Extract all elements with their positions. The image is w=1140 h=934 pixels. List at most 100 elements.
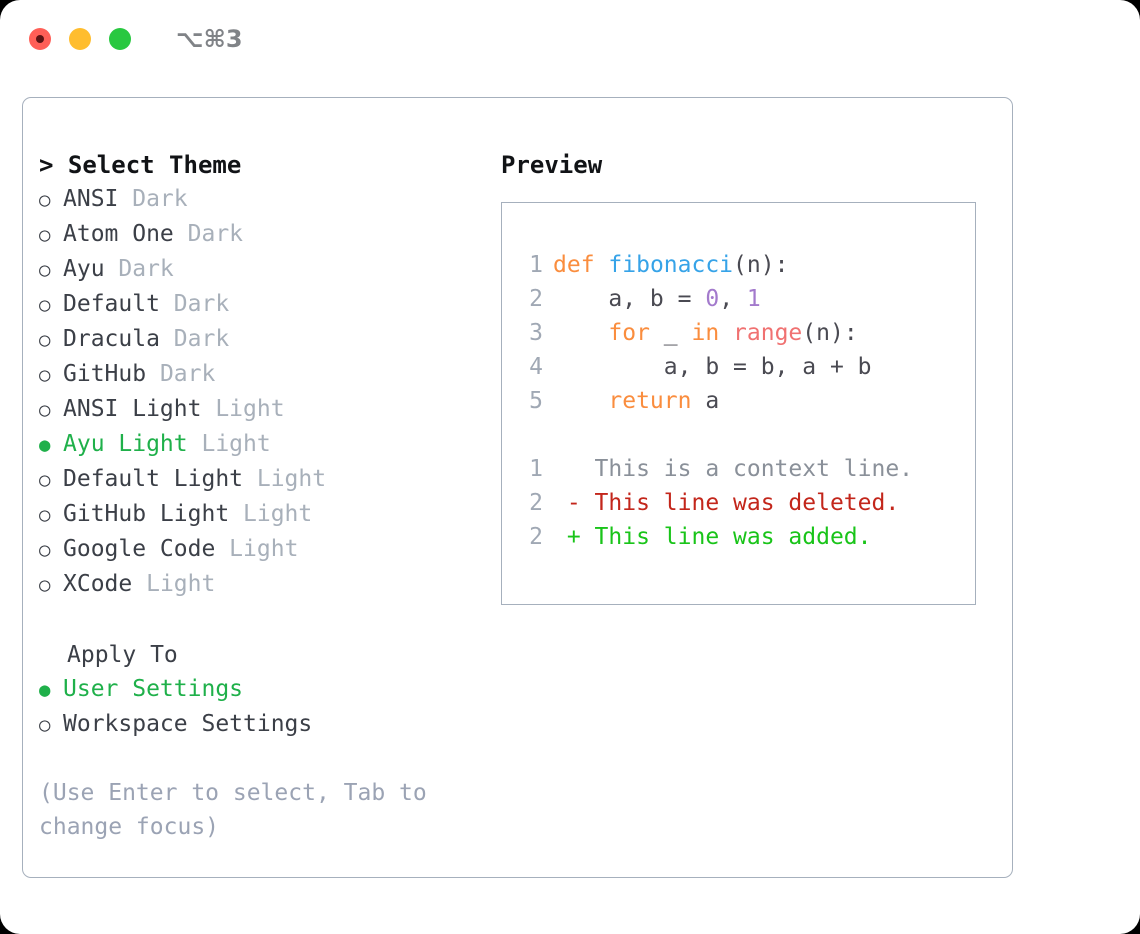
option-label: ANSI bbox=[63, 186, 119, 212]
token bbox=[553, 320, 608, 346]
minimize-icon[interactable] bbox=[69, 28, 91, 50]
option-label: Google Code bbox=[63, 536, 216, 562]
radio-unselected-icon: ○ bbox=[39, 329, 51, 351]
theme-option-github-light[interactable]: ○GitHub Light Light bbox=[39, 497, 489, 532]
radio-unselected-icon: ○ bbox=[39, 539, 51, 561]
token: in bbox=[691, 320, 720, 346]
close-icon[interactable] bbox=[29, 28, 51, 50]
theme-option-list[interactable]: ○ANSI Dark○Atom One Dark○Ayu Dark○Defaul… bbox=[39, 182, 489, 602]
theme-option-dracula[interactable]: ○Dracula Dark bbox=[39, 322, 489, 357]
token: 1 bbox=[746, 286, 761, 312]
diff-sample: 1 This is a context line. 2 - This line w… bbox=[513, 452, 969, 554]
theme-option-xcode[interactable]: ○XCode Light bbox=[39, 567, 489, 602]
option-kind-label: Dark bbox=[146, 361, 216, 387]
apply-option-workspace-settings[interactable]: ○ Workspace Settings bbox=[39, 707, 489, 742]
option-label: Default Light bbox=[63, 466, 244, 492]
token: a, b = b, a + b bbox=[553, 354, 872, 380]
theme-option-default[interactable]: ○ Default Dark bbox=[39, 287, 489, 322]
option-label: Default bbox=[63, 291, 160, 317]
token: 0 bbox=[705, 286, 720, 312]
apply-option-user-settings[interactable]: ● User Settings bbox=[39, 672, 489, 707]
diff-line: 2 + This line was added. bbox=[513, 520, 969, 554]
line-number: 2 bbox=[529, 286, 543, 312]
line-number: 1 bbox=[529, 252, 543, 278]
option-label: Ayu Light bbox=[63, 431, 188, 457]
theme-option-ansi-light[interactable]: ○ ANSI Light Light bbox=[39, 392, 489, 427]
theme-option-google-code[interactable]: ○ Google Code Light bbox=[39, 532, 489, 567]
radio-unselected-icon: ○ bbox=[39, 399, 51, 421]
option-label: Atom One bbox=[63, 221, 174, 247]
token: fibonacci bbox=[608, 252, 734, 278]
option-kind-label: Dark bbox=[173, 221, 244, 247]
line-number: 2 bbox=[529, 490, 543, 516]
radio-selected-icon: ● bbox=[39, 679, 51, 701]
spacer bbox=[513, 418, 969, 452]
option-kind-label: Light bbox=[243, 466, 327, 492]
window-controls bbox=[29, 28, 131, 50]
code-line: 3 for _ in range(n): bbox=[513, 316, 969, 350]
radio-selected-icon: ● bbox=[39, 434, 51, 456]
line-number: 5 bbox=[529, 388, 543, 414]
option-kind-label: Light bbox=[215, 536, 299, 562]
radio-unselected-icon: ○ bbox=[39, 364, 51, 386]
diff-text: + This line was added. bbox=[553, 524, 872, 550]
code-line: 4 a, b = b, a + b bbox=[513, 350, 969, 384]
option-kind-label: Dark bbox=[118, 186, 188, 212]
main-panel: > Select Theme ○ANSI Dark○Atom One Dark○… bbox=[22, 97, 1013, 878]
token: return bbox=[608, 388, 692, 414]
token: , bbox=[719, 286, 747, 312]
apply-to-option-list[interactable]: ● User Settings ○ Workspace Settings bbox=[39, 672, 489, 742]
theme-option-default-light[interactable]: ○Default Light Light bbox=[39, 462, 489, 497]
option-label: GitHub Light bbox=[63, 501, 230, 527]
apply-to-section: Apply To ●User Settings○Workspace Settin… bbox=[39, 638, 489, 742]
keyboard-hint-text: (Use Enter to select, Tab to change focu… bbox=[39, 780, 427, 840]
diff-text: This is a context line. bbox=[553, 456, 914, 482]
radio-unselected-icon: ○ bbox=[39, 574, 51, 596]
token bbox=[719, 320, 733, 346]
option-kind-label: Light bbox=[201, 396, 285, 422]
theme-option-ayu[interactable]: ○Ayu Dark bbox=[39, 252, 489, 287]
theme-option-github[interactable]: ○ GitHub Dark bbox=[39, 357, 489, 392]
option-label: Workspace Settings bbox=[63, 711, 313, 737]
diff-text: - This line was deleted. bbox=[553, 490, 900, 516]
code-line: 5 return a bbox=[513, 384, 969, 418]
theme-option-ansi[interactable]: ○ ANSI Dark bbox=[39, 182, 489, 217]
token: (n): bbox=[733, 252, 789, 278]
option-kind-label: Light bbox=[187, 431, 271, 457]
radio-unselected-icon: ○ bbox=[39, 259, 51, 281]
token: range bbox=[733, 320, 803, 346]
option-kind-label: Dark bbox=[159, 291, 230, 317]
option-kind-label: Light bbox=[229, 501, 313, 527]
token bbox=[553, 388, 608, 414]
theme-option-atom-one[interactable]: ○Atom One Dark bbox=[39, 217, 489, 252]
code-line: 2 a, b = 0, 1 bbox=[513, 282, 969, 316]
theme-selector-column: > Select Theme ○ANSI Dark○Atom One Dark○… bbox=[39, 148, 489, 844]
option-kind-label: Dark bbox=[159, 326, 230, 352]
option-label: User Settings bbox=[63, 676, 244, 702]
option-label: GitHub bbox=[63, 361, 147, 387]
token: (n): bbox=[802, 320, 858, 346]
radio-unselected-icon: ○ bbox=[39, 714, 51, 736]
line-number: 1 bbox=[529, 456, 543, 482]
option-label: ANSI Light bbox=[63, 396, 202, 422]
line-number: 4 bbox=[529, 354, 543, 380]
diff-line: 1 This is a context line. bbox=[513, 452, 969, 486]
token: for bbox=[608, 320, 650, 346]
title-bar: ⌥⌘3 bbox=[0, 0, 1140, 78]
preview-header: Preview bbox=[501, 151, 603, 179]
theme-option-ayu-light[interactable]: ● Ayu Light Light bbox=[39, 427, 489, 462]
code-text: a, b = 0, 1 bbox=[553, 282, 761, 316]
option-label: XCode bbox=[63, 571, 133, 597]
code-line: 1 def fibonacci(n): bbox=[513, 248, 969, 282]
token: a, b = bbox=[553, 286, 706, 312]
maximize-icon[interactable] bbox=[109, 28, 131, 50]
token: def bbox=[553, 252, 595, 278]
keyboard-shortcut-label: ⌥⌘3 bbox=[176, 25, 243, 53]
line-number: 2 bbox=[529, 524, 543, 550]
token: _ bbox=[649, 320, 692, 346]
radio-unselected-icon: ○ bbox=[39, 189, 51, 211]
radio-unselected-icon: ○ bbox=[39, 294, 51, 316]
code-text: a, b = b, a + b bbox=[553, 350, 872, 384]
